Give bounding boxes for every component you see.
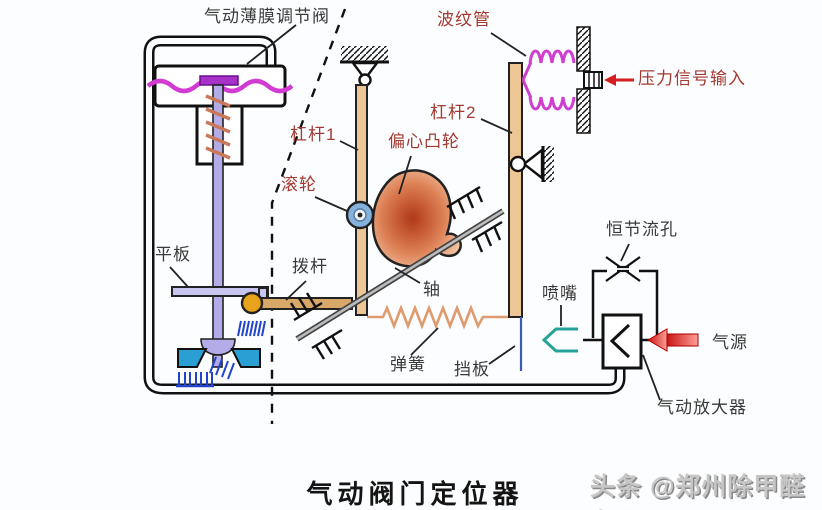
actuator-spring	[205, 94, 231, 160]
lever2-pivot	[509, 155, 527, 173]
bellows-assembly	[521, 26, 634, 134]
lever1-bar	[355, 84, 368, 316]
cam-label: 偏心凸轮	[388, 132, 460, 151]
valve-seat-right	[230, 348, 261, 368]
lever2-label: 杠杆2	[430, 103, 477, 122]
diaphragm-plate	[199, 75, 239, 86]
roller-label: 滚轮	[281, 175, 317, 194]
watermark-text: 头条 @郑州除甲醛老冯	[590, 473, 806, 510]
valve-seat-left	[177, 348, 208, 368]
flow-hatch-marks	[176, 320, 266, 388]
nozzle-label: 喷嘴	[542, 284, 578, 303]
lever2-bar	[508, 62, 523, 318]
diaphragm-actuator	[146, 64, 294, 341]
air-pipe-loop	[143, 35, 626, 395]
amplifier-box	[601, 313, 643, 370]
boundary-dashed-line	[270, 8, 347, 424]
plate-label: 平板	[155, 245, 191, 264]
shaft-guide-hatch	[289, 185, 503, 360]
air-source-arrow	[647, 328, 699, 352]
amplifier-label: 气动放大器	[657, 398, 747, 417]
cam-shaft-assembly	[289, 169, 505, 360]
valve-stem	[212, 84, 224, 341]
signal-input-label: 压力信号输入	[638, 69, 746, 88]
valve-plug	[200, 338, 236, 356]
connecting-ball	[240, 291, 264, 315]
amplifier-symbol	[609, 323, 631, 359]
orifice-label: 恒节流孔	[606, 220, 678, 239]
label-pointers	[169, 24, 661, 401]
signal-input-arrow	[604, 74, 634, 86]
shaft-label: 轴	[423, 280, 441, 299]
bellows-coil	[521, 49, 576, 111]
feedback-spring	[367, 304, 509, 330]
lever2-assembly	[508, 62, 554, 371]
valve-body	[171, 286, 353, 388]
lever1-label: 杠杆1	[290, 125, 337, 144]
bellows-label: 波纹管	[437, 10, 491, 29]
lever1-assembly	[340, 46, 389, 316]
spring-label: 弹簧	[390, 355, 426, 374]
air-source-label: 气源	[712, 333, 748, 352]
constant-orifice	[605, 256, 641, 282]
actuator-label: 气动薄膜调节阀	[204, 7, 330, 26]
paddle-label: 拨杆	[292, 257, 328, 276]
baffle-label: 挡板	[454, 360, 490, 379]
diagram-title: 气动阀门定位器	[306, 480, 524, 509]
eccentric-cam	[371, 169, 462, 268]
nozzle-shape	[541, 327, 578, 353]
pneumatic-amplifier-assembly	[541, 256, 699, 370]
